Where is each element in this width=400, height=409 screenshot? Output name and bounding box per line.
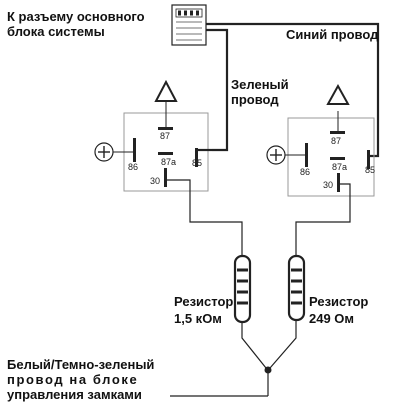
- junction-dot: [264, 366, 272, 374]
- relay-2-pin-30: 30: [323, 180, 334, 190]
- ground-triangle-icon: [326, 83, 350, 105]
- bottom-wire-label: Белый/Темно-зеленый провод на блоке упра…: [7, 357, 154, 402]
- plus-terminal-icon: [94, 142, 114, 162]
- resistor-left-label-line: Резистор: [174, 294, 234, 309]
- green-wire: [206, 28, 229, 152]
- relay-1-pin-87: 87: [160, 131, 171, 141]
- resistor-left-label: Резистор 1,5 кОм: [174, 294, 233, 326]
- relay-1-pin-30: 30: [150, 176, 161, 186]
- relay-2-pin-87: 87: [331, 136, 342, 146]
- connector-label-line: К разъему основного: [7, 9, 145, 24]
- relay-1-pin-87a: 87a: [161, 157, 177, 167]
- resistor-wires: [167, 179, 351, 397]
- connector-label: К разъему основного блока системы: [7, 9, 145, 39]
- bottom-wire-label-line: провод на блоке: [7, 372, 139, 387]
- relay-2-pin-86: 86: [300, 167, 311, 177]
- resistor-left-label-line: 1,5 кОм: [174, 311, 222, 326]
- plus-terminal-icon: [266, 145, 286, 165]
- green-wire-label-line: Зеленый: [231, 77, 289, 92]
- ground-triangle-icon: [154, 79, 178, 123]
- relay-1: [113, 112, 212, 192]
- blue-wire-label: Синий провод: [286, 27, 379, 42]
- bottom-wire-label-line: управления замками: [7, 387, 142, 402]
- resistor-right-icon: [287, 254, 306, 322]
- system-connector: [171, 4, 207, 46]
- resistor-right-label-line: Резистор: [309, 294, 369, 309]
- green-wire-label: Зеленый провод: [231, 77, 289, 107]
- green-wire-label-line: провод: [231, 92, 279, 107]
- relay-2-pin-87a: 87a: [332, 162, 348, 172]
- bottom-wire-label-line: Белый/Темно-зеленый: [7, 357, 155, 372]
- relay-2: [285, 111, 375, 197]
- resistor-right-label-line: 249 Ом: [309, 311, 355, 326]
- resistor-left-icon: [233, 254, 252, 324]
- resistor-right-label: Резистор 249 Ом: [309, 294, 368, 326]
- relay-1-pin-85: 85: [192, 158, 203, 168]
- relay-1-pin-86: 86: [128, 162, 139, 172]
- relay-2-pin-85: 85: [365, 165, 376, 175]
- connector-label-line: блока системы: [7, 24, 105, 39]
